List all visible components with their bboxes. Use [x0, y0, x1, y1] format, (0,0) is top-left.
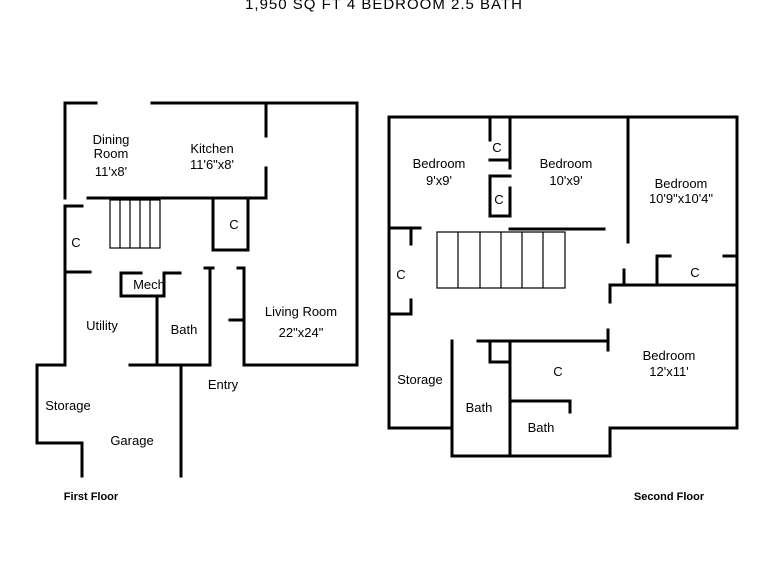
dining-room-size: 11'x8'	[95, 164, 127, 179]
first-floor-stairs	[109, 199, 161, 249]
entry-label: Entry	[208, 377, 239, 392]
first-floor-caption: First Floor	[64, 491, 119, 503]
living-room-name: Living Room	[265, 304, 337, 319]
bedroom-1-name: Bedroom	[413, 156, 466, 171]
bedroom-3-closet: C	[690, 265, 699, 280]
second-floor-closet-left: C	[396, 267, 405, 282]
bedroom-2-name: Bedroom	[540, 156, 593, 171]
garage-label: Garage	[110, 433, 153, 448]
second-floor-walls	[387, 115, 739, 458]
second-floor-closet-a: C	[492, 140, 501, 155]
utility-room-label: Utility	[86, 318, 118, 333]
second-floor-plan: Bedroom 9'x9' Bedroom 10'x9' Bedroom 10'…	[387, 115, 739, 503]
first-floor-walls	[35, 101, 359, 478]
second-floor-caption: Second Floor	[634, 491, 705, 503]
second-floor-closet-mid: C	[553, 364, 562, 379]
first-floor-storage-label: Storage	[45, 398, 91, 413]
plan-summary-header: 1,950 SQ FT 4 BEDROOM 2.5 BATH	[245, 0, 523, 13]
first-floor-closet-center: C	[229, 217, 238, 232]
bedroom-3-name: Bedroom	[655, 176, 708, 191]
first-floor-closet-left: C	[71, 235, 80, 250]
bedroom-4-name: Bedroom	[643, 348, 696, 363]
second-floor-bath-1-label: Bath	[466, 400, 493, 415]
first-floor-plan: Dining Room 11'x8' Kitchen 11'6"x8' C C …	[35, 101, 359, 503]
dining-room-name-line2: Room	[94, 146, 129, 161]
bedroom-4-size: 12'x11'	[649, 364, 688, 379]
first-floor-bath-label: Bath	[171, 322, 198, 337]
kitchen-size: 11'6"x8'	[190, 157, 234, 172]
second-floor-bath-2-label: Bath	[528, 420, 555, 435]
mech-room-label: Mech	[133, 277, 165, 292]
second-floor-storage-label: Storage	[397, 372, 443, 387]
bedroom-3-size: 10'9"x10'4"	[649, 191, 713, 206]
dining-room-name-line1: Dining	[93, 132, 130, 147]
second-floor-closet-b: C	[494, 192, 503, 207]
kitchen-name: Kitchen	[190, 141, 233, 156]
bedroom-2-size: 10'x9'	[549, 173, 582, 188]
second-floor-stairs	[436, 231, 566, 289]
living-room-size: 22"x24"	[279, 325, 324, 340]
bedroom-1-size: 9'x9'	[426, 173, 452, 188]
